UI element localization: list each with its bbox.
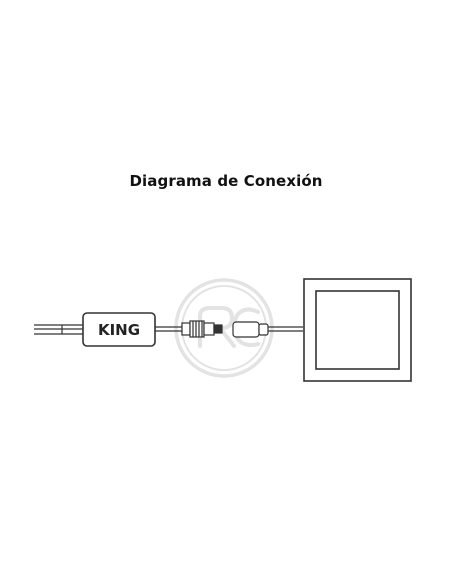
diagram-title: Diagrama de Conexión xyxy=(129,172,323,190)
input-cable xyxy=(34,324,83,335)
led-panel xyxy=(303,278,412,382)
female-connector-icon xyxy=(232,321,269,338)
output-cable xyxy=(155,326,182,332)
driver-brand-label: KING xyxy=(98,321,140,339)
male-connector-icon xyxy=(181,320,223,338)
driver-box: KING xyxy=(82,312,156,347)
panel-cable xyxy=(268,326,303,332)
